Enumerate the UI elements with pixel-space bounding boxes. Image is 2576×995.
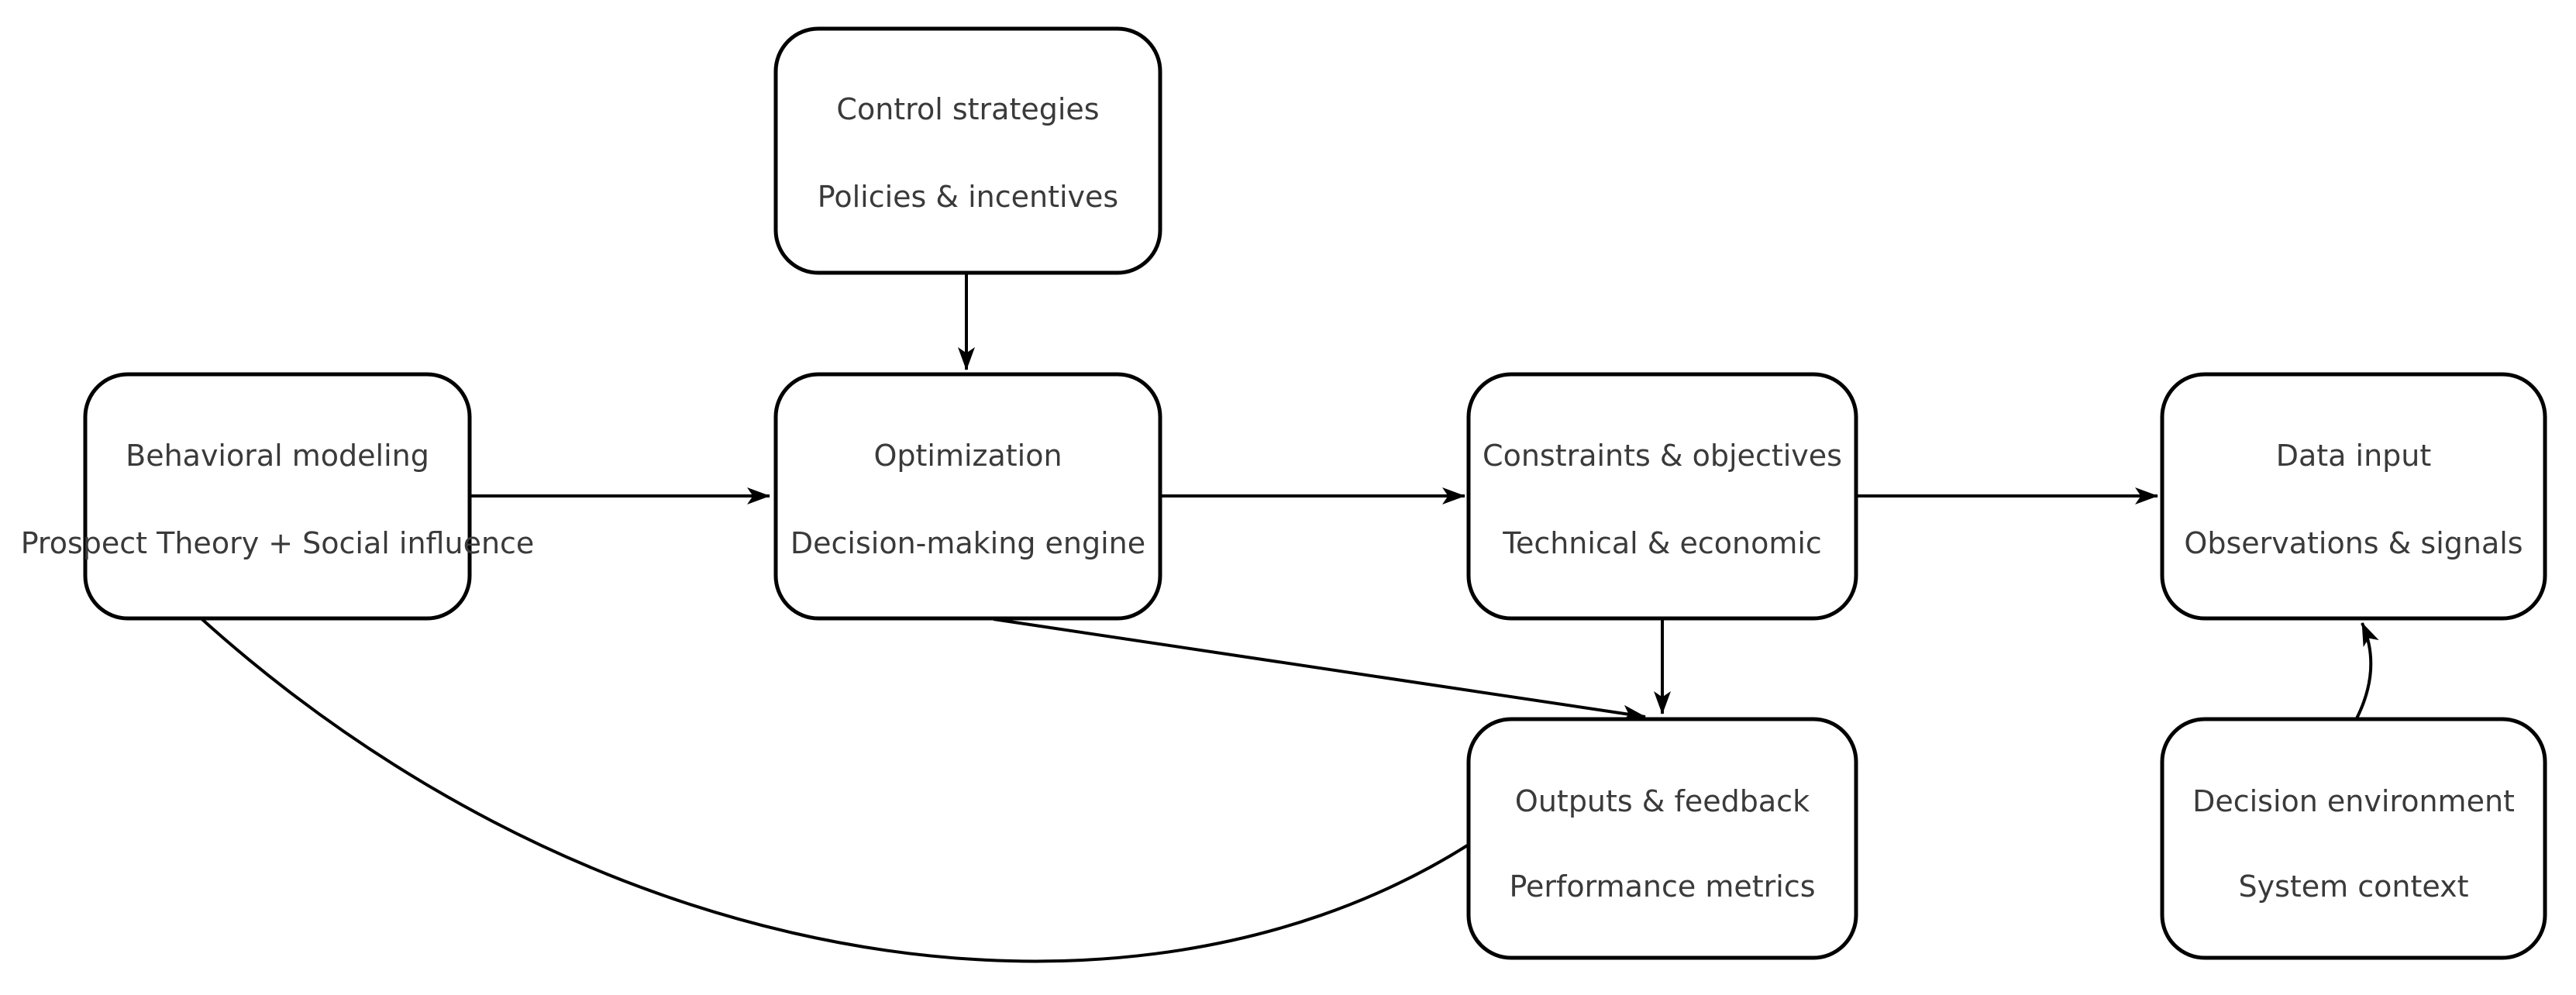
node-outputs-feedback: Outputs & feedback Performance metrics (1466, 717, 1858, 960)
node-decision-environment-box (2160, 717, 2547, 960)
node-control-strategies-label-1: Control strategies (836, 92, 1099, 126)
node-constraints-objectives-box (1466, 372, 1858, 621)
edge-outputs-feedback-to-behavioral-modeling (87, 504, 1470, 963)
node-behavioral-modeling-label-1: Behavioral modeling (126, 439, 429, 473)
edge-decision-environment-to-data-input (2354, 622, 2379, 721)
node-constraints-objectives-label-2: Technical & economic (1502, 526, 1822, 560)
node-data-input-label-1: Data input (2276, 439, 2432, 473)
node-outputs-feedback-label-2: Performance metrics (1509, 869, 1815, 904)
node-behavioral-modeling: Behavioral modeling Prospect Theory + So… (21, 372, 535, 621)
node-control-strategies: Control strategies Policies & incentives (773, 26, 1162, 275)
node-optimization-label-1: Optimization (873, 439, 1062, 473)
node-decision-environment: Decision environment System context (2160, 717, 2547, 960)
node-outputs-feedback-box (1466, 717, 1858, 960)
node-optimization-box (773, 372, 1162, 621)
node-optimization-label-2: Decision-making engine (790, 526, 1145, 560)
node-control-strategies-label-2: Policies & incentives (818, 180, 1118, 214)
edges (87, 273, 2379, 963)
node-behavioral-modeling-label-2: Prospect Theory + Social influence (21, 526, 535, 560)
node-control-strategies-box (773, 26, 1162, 275)
node-constraints-objectives-label-1: Constraints & objectives (1483, 439, 1842, 473)
node-outputs-feedback-label-1: Outputs & feedback (1515, 784, 1810, 818)
edge-optimization-to-outputs-feedback (993, 618, 1646, 722)
node-data-input-label-2: Observations & signals (2184, 526, 2523, 560)
node-behavioral-modeling-box (83, 372, 472, 621)
node-decision-environment-label-1: Decision environment (2192, 784, 2515, 818)
node-decision-environment-label-2: System context (2238, 869, 2468, 904)
node-optimization: Optimization Decision-making engine (773, 372, 1162, 621)
node-data-input-box (2160, 372, 2547, 621)
node-constraints-objectives: Constraints & objectives Technical & eco… (1466, 372, 1858, 621)
node-data-input: Data input Observations & signals (2160, 372, 2547, 621)
